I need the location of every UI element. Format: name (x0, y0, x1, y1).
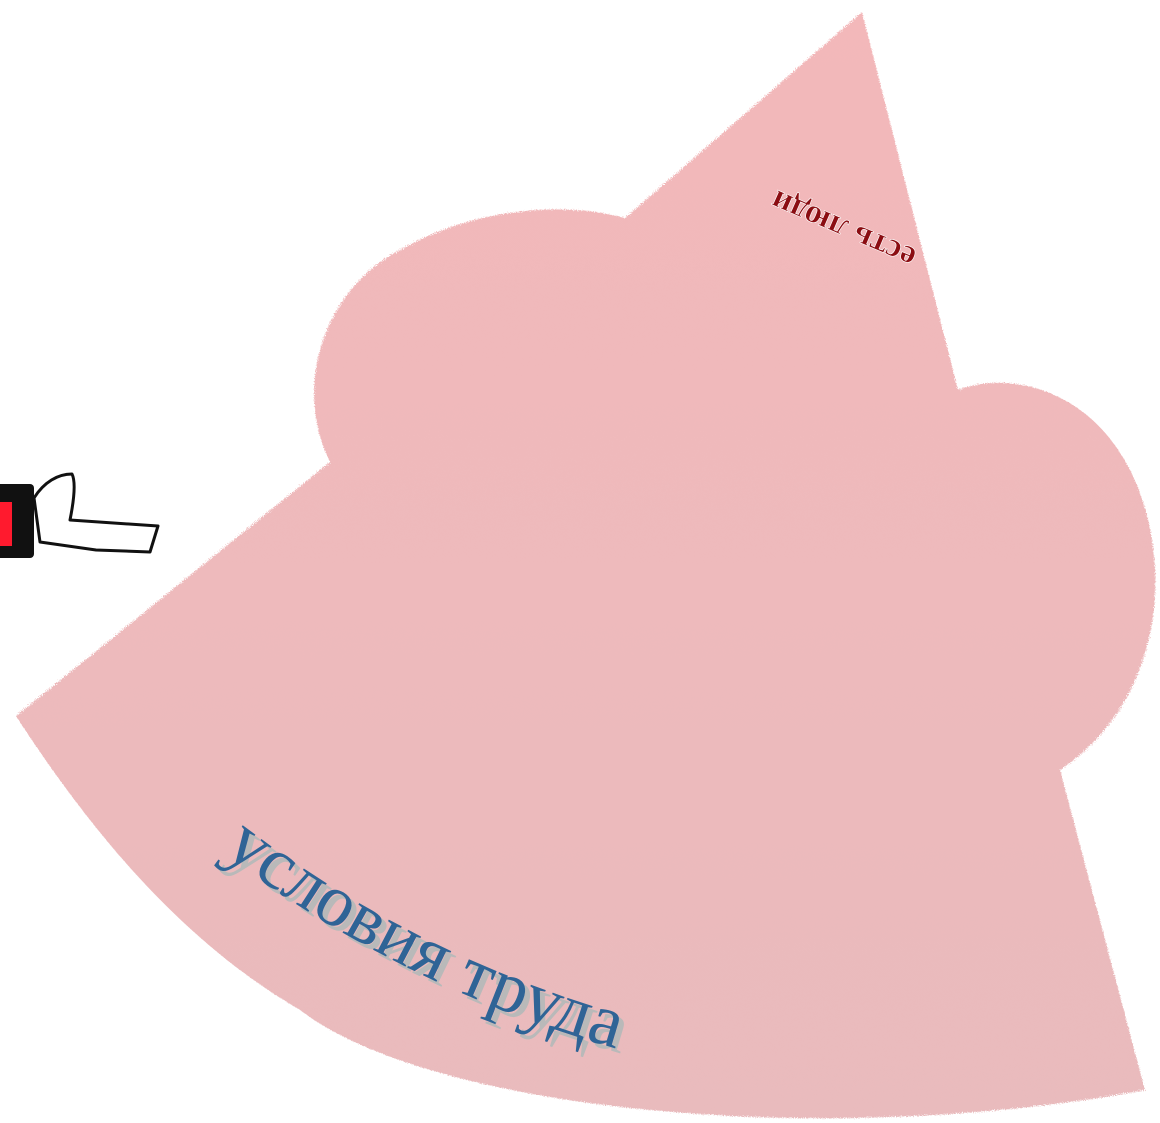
pink-sector-shape (16, 12, 1155, 1118)
pointing-hand-icon (34, 474, 158, 552)
marker-tip (0, 502, 12, 546)
marker-with-hand (0, 474, 158, 558)
